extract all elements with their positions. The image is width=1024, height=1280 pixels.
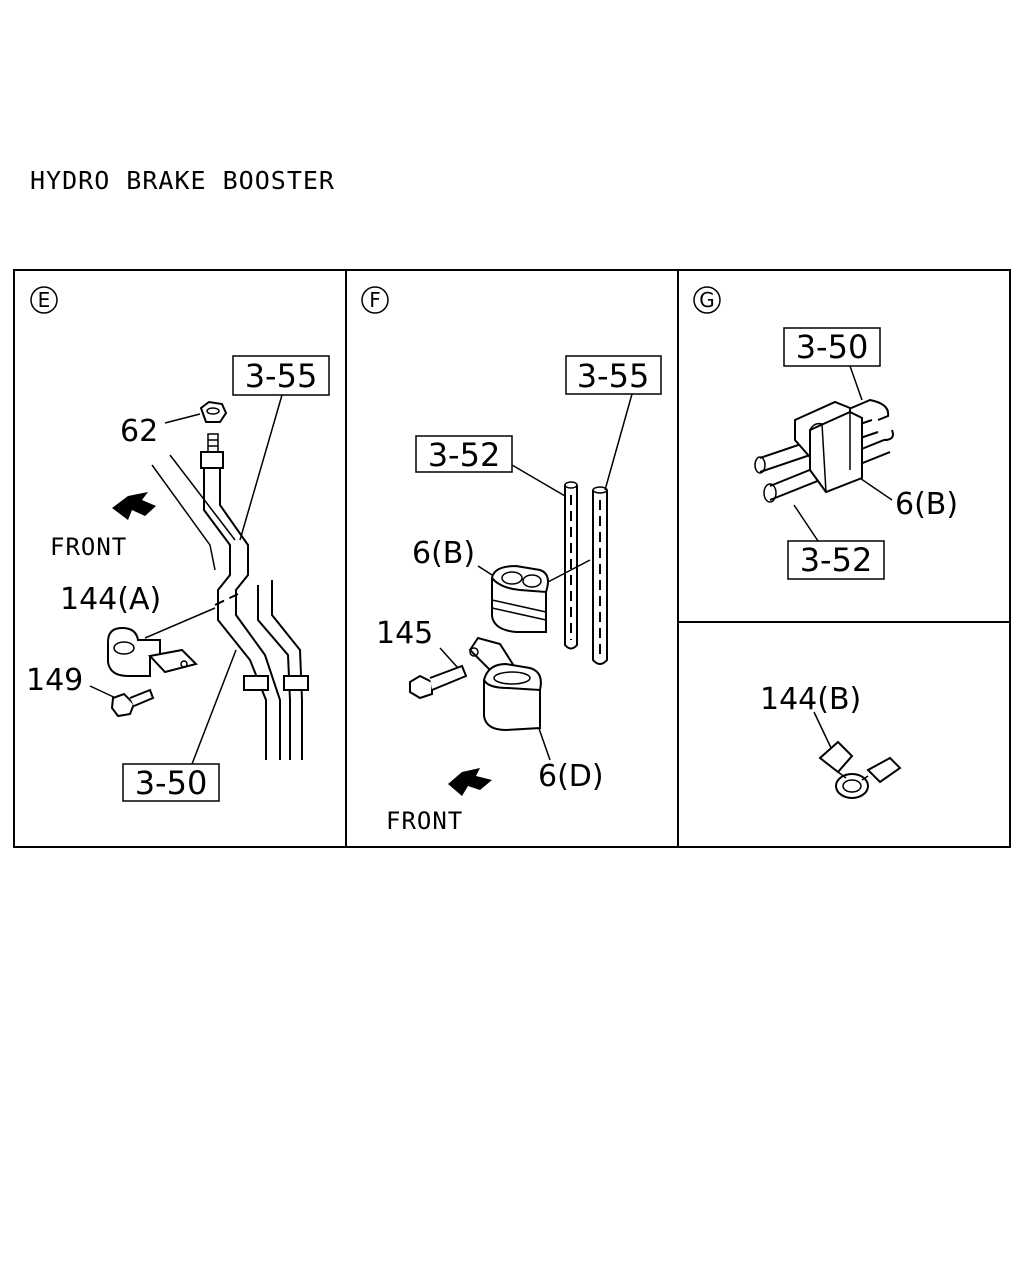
bolt-149 (110, 688, 155, 718)
front-arrow-f (448, 768, 492, 796)
clip-144b (818, 740, 902, 799)
label-145: 145 (376, 616, 433, 651)
svg-text:3-52: 3-52 (800, 541, 873, 579)
front-label-e: FRONT (50, 533, 127, 561)
label-144a: 144(A) (60, 582, 161, 617)
ref-box-3-50-e: 3-50 (122, 763, 220, 802)
label-6d: 6(D) (538, 759, 604, 794)
front-label-f: FRONT (386, 807, 463, 835)
svg-text:F: F (369, 288, 381, 312)
panel-frame (13, 269, 1011, 848)
bolt-145 (409, 664, 468, 700)
clip-144a (107, 626, 198, 677)
panel-h: 144(B) (760, 682, 902, 799)
panel-g-marker: G (693, 286, 721, 314)
label-62: 62 (120, 414, 158, 449)
clip-6b-f (490, 564, 549, 633)
svg-text:E: E (38, 288, 51, 312)
svg-text:3-55: 3-55 (577, 357, 650, 395)
label-6b-f: 6(B) (412, 536, 475, 571)
label-6b-g: 6(B) (895, 487, 958, 522)
ref-box-3-52-g: 3-52 (787, 540, 885, 580)
clip-6b-g (794, 400, 863, 494)
nut-62 (199, 400, 228, 453)
brake-pipes-e (151, 451, 309, 760)
svg-text:3-50: 3-50 (135, 764, 208, 802)
ref-box-3-50-g: 3-50 (783, 327, 881, 367)
panel-f: F 3-55 3-52 (361, 286, 662, 835)
ref-box-3-52-f: 3-52 (415, 435, 513, 474)
label-144b: 144(B) (760, 682, 861, 717)
ref-box-3-55-e: 3-55 (232, 355, 330, 396)
svg-text:G: G (699, 288, 715, 312)
front-arrow-e (112, 492, 156, 520)
panel-f-marker: F (361, 286, 389, 314)
svg-text:3-52: 3-52 (428, 436, 501, 474)
panel-g: G 3-50 3-52 6 (693, 286, 958, 580)
label-149: 149 (26, 663, 83, 698)
ref-box-3-55-f: 3-55 (565, 355, 662, 395)
svg-text:3-55: 3-55 (245, 357, 318, 395)
clip-6d (468, 636, 542, 732)
pipes-f (564, 481, 608, 665)
panel-e: E 3-55 3-50 (26, 286, 330, 802)
panel-e-marker: E (30, 286, 58, 314)
diagram-title: HYDRO BRAKE BOOSTER (30, 166, 335, 195)
svg-text:3-50: 3-50 (796, 328, 869, 366)
